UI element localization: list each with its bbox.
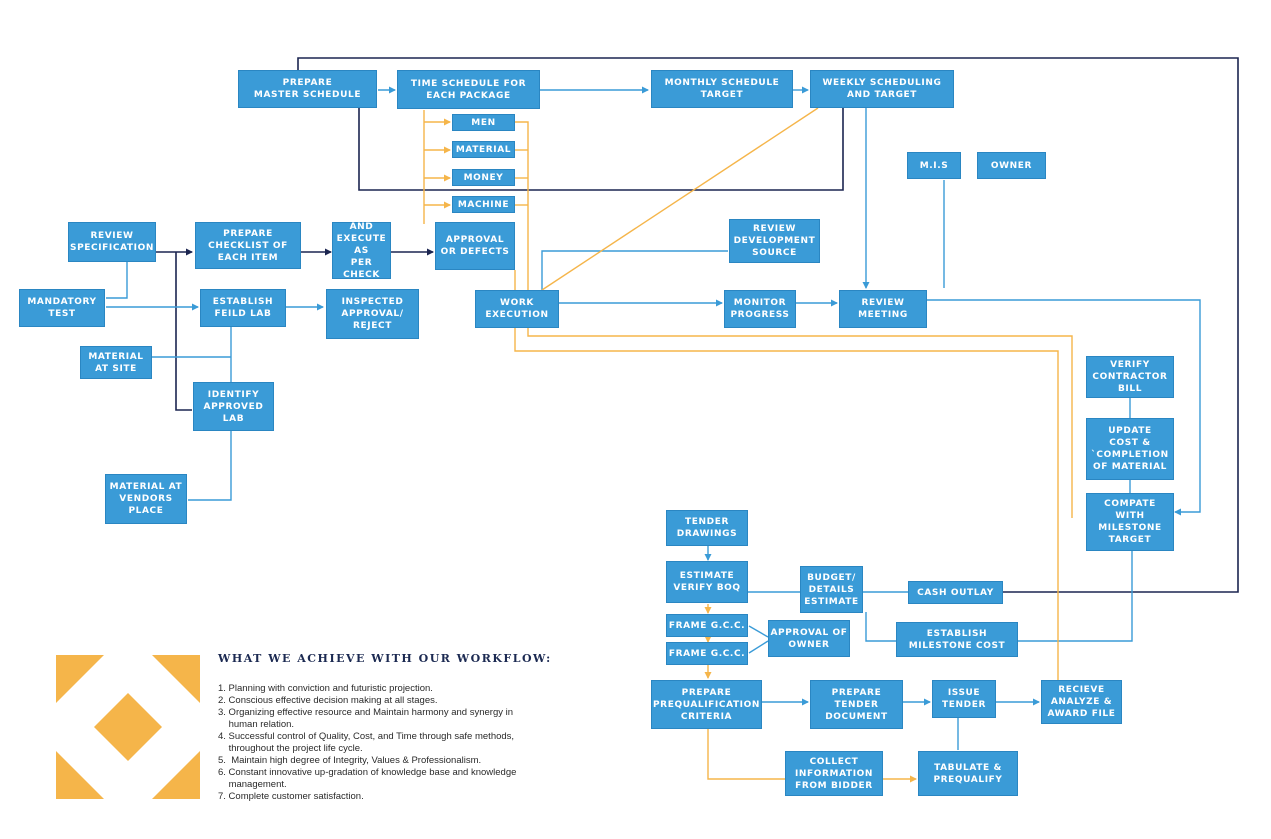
achievement-item: 6. Constant innovative up-gradation of k… (218, 767, 517, 790)
machine-box[interactable]: MACHINE (452, 196, 515, 213)
weekly-scheduling-box[interactable]: WEEKLY SCHEDULING AND TARGET (810, 70, 954, 108)
achievement-item: 4. Successful control of Quality, Cost, … (218, 731, 515, 754)
verify-contractor-bill-box[interactable]: VERIFY CONTRACTOR BILL (1086, 356, 1174, 398)
owner-box[interactable]: OWNER (977, 152, 1046, 179)
cash-outlay-box[interactable]: CASH OUTLAY (908, 581, 1003, 604)
company-logo-icon (56, 655, 200, 799)
collect-information-box[interactable]: COLLECT INFORMATION FROM BIDDER (785, 751, 883, 796)
mis-box[interactable]: M.I.S (907, 152, 961, 179)
issue-tender-box[interactable]: ISSUE TENDER (932, 680, 996, 718)
estimate-verify-boq-box[interactable]: ESTIMATE VERIFY BOQ (666, 561, 748, 603)
material-at-site-box[interactable]: MATERIAL AT SITE (80, 346, 152, 379)
achievement-item: 5. Maintain high degree of Integrity, Va… (218, 755, 482, 766)
receive-analyze-box[interactable]: RECIEVE ANALYZE & AWARD FILE (1041, 680, 1122, 724)
prepare-tender-document-box[interactable]: PREPARE TENDER DOCUMENT (810, 680, 903, 729)
approval-defects-box[interactable]: APPROVAL OR DEFECTS (435, 222, 515, 270)
update-cost-box[interactable]: UPDATE COST & `COMPLETION OF MATERIAL (1086, 418, 1174, 480)
check-execute-box[interactable]: CHECK AND EXECUTE AS PER CHECK LIST (332, 210, 391, 292)
achievements-title: WHAT WE ACHIEVE WITH OUR WORKFLOW: (218, 652, 552, 665)
work-execution-box[interactable]: WORK EXECUTION (475, 290, 559, 328)
achievement-item: 1. Planning with conviction and futurist… (218, 683, 433, 694)
budget-details-box[interactable]: BUDGET/ DETAILS ESTIMATE (800, 566, 863, 613)
review-specification-box[interactable]: REVIEW SPECIFICATION (68, 222, 156, 262)
establish-milestone-cost-box[interactable]: ESTABLISH MILESTONE COST (896, 622, 1018, 657)
monthly-schedule-box[interactable]: MONTHLY SCHEDULE TARGET (651, 70, 793, 108)
review-meeting-box[interactable]: REVIEW MEETING (839, 290, 927, 328)
workflow-achievements: WHAT WE ACHIEVE WITH OUR WORKFLOW: 1. Pl… (218, 652, 563, 803)
material-at-vendors-box[interactable]: MATERIAL AT VENDORS PLACE (105, 474, 187, 524)
compare-milestone-box[interactable]: COMPATE WITH MILESTONE TARGET (1086, 493, 1174, 551)
achievement-item: 7. Complete customer satisfaction. (218, 791, 364, 802)
monitor-progress-box[interactable]: MONITOR PROGRESS (724, 290, 796, 328)
prepare-prequalification-box[interactable]: PREPARE PREQUALIFICATION CRITERIA (651, 680, 762, 729)
achievement-item: 3. Organizing effective resource and Mai… (218, 707, 514, 730)
frame-gcc-box-2[interactable]: FRAME G.C.C. (666, 642, 748, 665)
approval-of-owner-box[interactable]: APPROVAL OF OWNER (768, 620, 850, 657)
prepare-checklist-box[interactable]: PREPARE CHECKLIST OF EACH ITEM (195, 222, 301, 269)
tender-drawings-box[interactable]: TENDER DRAWINGS (666, 510, 748, 546)
achievements-list: 1. Planning with conviction and futurist… (218, 683, 563, 803)
tabulate-prequalify-box[interactable]: TABULATE & PREQUALIFY (918, 751, 1018, 796)
time-schedule-box[interactable]: TIME SCHEDULE FOR EACH PACKAGE (397, 70, 540, 109)
identify-approved-lab-box[interactable]: IDENTIFY APPROVED LAB (193, 382, 274, 431)
men-box[interactable]: MEN (452, 114, 515, 131)
frame-gcc-box-1[interactable]: FRAME G.C.C. (666, 614, 748, 637)
inspected-approval-box[interactable]: INSPECTED APPROVAL/ REJECT (326, 289, 419, 339)
money-box[interactable]: MONEY (452, 169, 515, 186)
material-box[interactable]: MATERIAL (452, 141, 515, 158)
mandatory-test-box[interactable]: MANDATORY TEST (19, 289, 105, 327)
establish-field-lab-box[interactable]: ESTABLISH FEILD LAB (200, 289, 286, 327)
prepare-master-schedule-box[interactable]: PREPARE MASTER SCHEDULE (238, 70, 377, 108)
achievement-item: 2. Conscious effective decision making a… (218, 695, 438, 706)
review-development-source-box[interactable]: REVIEW DEVELOPMENT SOURCE (729, 219, 820, 263)
